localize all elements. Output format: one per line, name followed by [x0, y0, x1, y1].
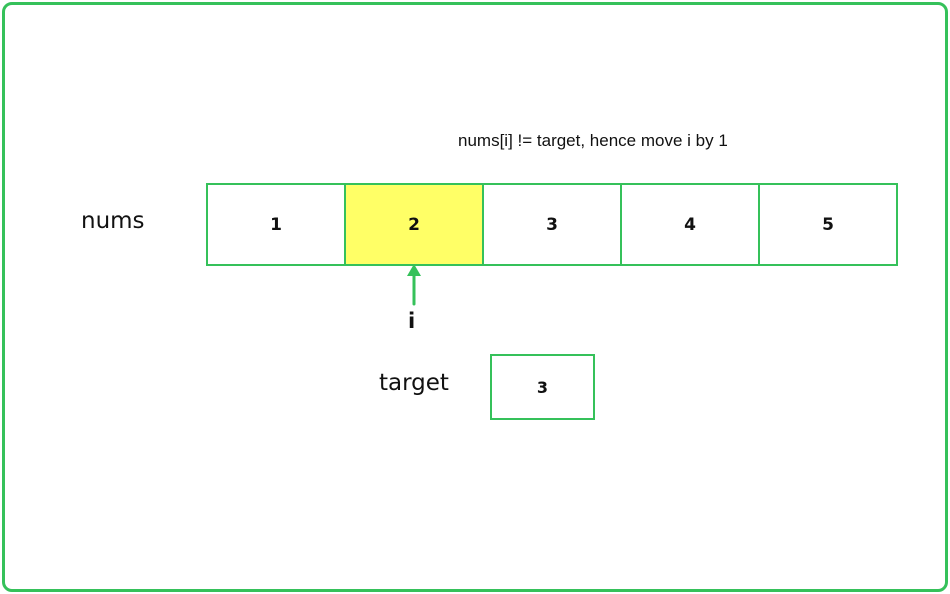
array-cell-4: 5 [758, 183, 898, 266]
step-caption: nums[i] != target, hence move i by 1 [458, 131, 728, 150]
array-label: nums [81, 208, 145, 234]
nums-array: 1 2 3 4 5 [206, 183, 898, 266]
pointer-arrow-icon [407, 264, 421, 306]
target-label: target [379, 370, 449, 396]
array-cell-3: 4 [620, 183, 760, 266]
array-cell-2: 3 [482, 183, 622, 266]
pointer-label: i [408, 309, 416, 333]
target-value-box: 3 [490, 354, 595, 420]
array-cell-1: 2 [344, 183, 484, 266]
array-cell-0: 1 [206, 183, 346, 266]
